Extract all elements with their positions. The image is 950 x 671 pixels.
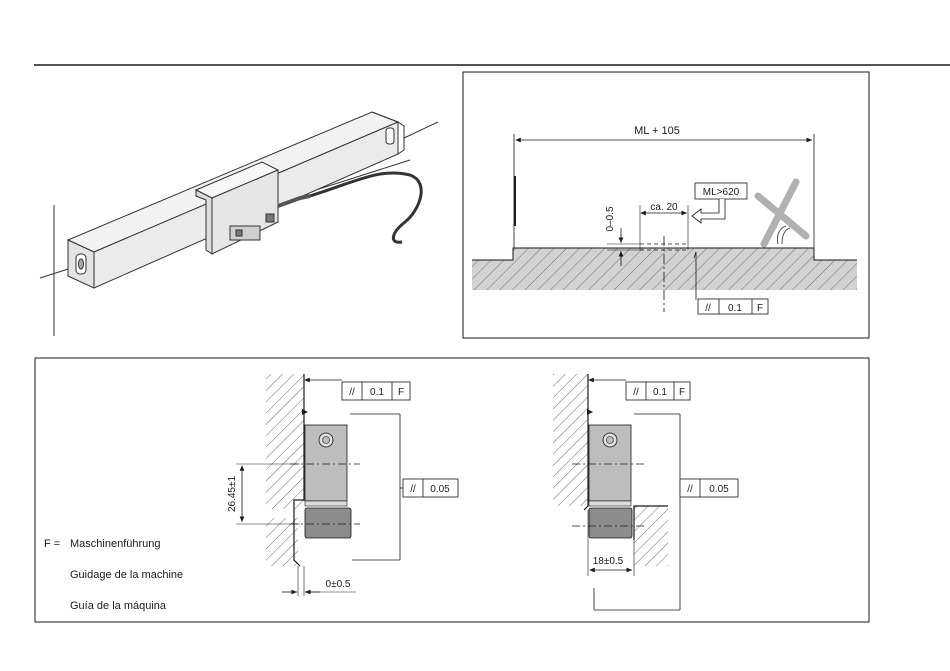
scale-illustration <box>40 112 438 336</box>
svg-text:F: F <box>679 387 685 398</box>
svg-text://: // <box>633 387 639 398</box>
svg-text:0.05: 0.05 <box>430 484 450 495</box>
svg-text://: // <box>349 387 355 398</box>
tolerance-frame-right-side: // 0.05 <box>680 479 738 497</box>
dimension-ca-label: ca. 20 <box>650 202 678 213</box>
legend-line-1: F =Maschinenführung <box>44 537 244 568</box>
legend-label-es: Guía de la máquina <box>44 599 244 630</box>
svg-text:0.05: 0.05 <box>709 484 729 495</box>
svg-text:F: F <box>757 303 763 314</box>
svg-text:F: F <box>398 387 404 398</box>
dimension-height-label: 26.45±1 <box>227 476 238 513</box>
svg-text://: // <box>410 484 416 495</box>
tolerance-frame-right-top: // 0.1 F <box>626 382 690 400</box>
tolerance-frame-top-right: // 0.1 F <box>698 299 768 314</box>
legend-key: F = <box>44 537 70 551</box>
svg-text://: // <box>705 303 711 314</box>
svg-text:0.1: 0.1 <box>728 303 742 314</box>
cross-section-right: 18±0.5 // 0.1 F // 0.05 <box>553 374 738 610</box>
svg-text:0.1: 0.1 <box>370 387 384 398</box>
crossed-out-cable-icon <box>758 182 806 244</box>
svg-text://: // <box>687 484 693 495</box>
dimension-overall-label: ML + 105 <box>634 125 680 137</box>
tolerance-frame-left-top: // 0.1 F <box>342 382 410 400</box>
tolerance-frame-left-side: // 0.05 <box>403 479 458 497</box>
callout-ml-label: ML>620 <box>703 187 740 198</box>
dimension-offset-label: 0±0.5 <box>326 579 351 590</box>
legend-label-de: Maschinenführung <box>70 538 161 550</box>
dimension-gap-label: 0–0.5 <box>605 206 616 231</box>
svg-text:0.1: 0.1 <box>653 387 667 398</box>
cross-section-left: 26.45±1 0±0.5 // 0.1 F // 0.05 <box>227 374 458 596</box>
legend: F =Maschinenführung Guidage de la machin… <box>44 537 244 630</box>
dimension-width-label: 18±0.5 <box>593 556 624 567</box>
legend-label-fr: Guidage de la machine <box>44 568 244 599</box>
